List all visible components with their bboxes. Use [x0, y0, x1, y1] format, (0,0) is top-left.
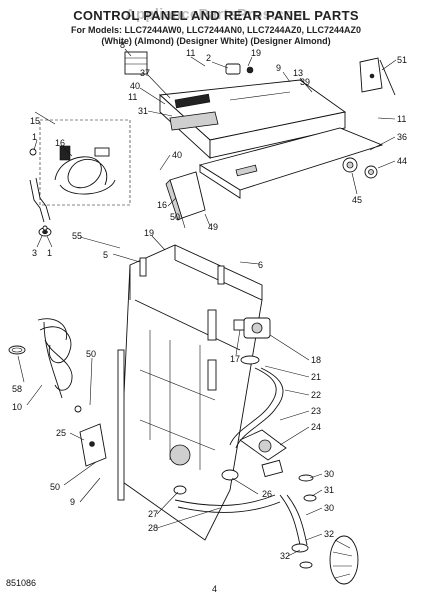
callout-label: 17 [230, 354, 240, 364]
callout-label: 49 [208, 222, 218, 232]
pump-housing [329, 535, 359, 585]
water-valve [233, 317, 271, 339]
document-number: 851086 [6, 578, 37, 588]
callout-label: 39 [300, 77, 310, 87]
callout-label: 5 [103, 250, 108, 260]
callout-label: 6 [258, 260, 263, 270]
callout-label: 30 [324, 469, 334, 479]
callout-label: 32 [280, 551, 290, 561]
hose-clamp [8, 345, 26, 355]
models-line: For Models: LLC7244AW0, LLC7244AN0, LLC7… [70, 25, 362, 35]
callout-label: 18 [311, 355, 321, 365]
callout-label: 32 [324, 529, 334, 539]
pump-assembly [239, 429, 287, 478]
callout-label: 25 [56, 428, 66, 438]
callout-label: 31 [324, 485, 334, 495]
hose-clamps-right [291, 474, 317, 569]
callout-label: 19 [251, 48, 261, 58]
leader-lines [17, 48, 397, 557]
callout-label: 15 [30, 116, 40, 126]
knob-bracket [359, 57, 396, 96]
callout-label: 11 [186, 48, 195, 58]
callout-label: 58 [12, 384, 22, 394]
callout-label: 37 [140, 68, 150, 78]
callout-label: 19 [144, 228, 154, 238]
callout-label: 9 [276, 63, 281, 73]
console-end-cap [165, 171, 206, 221]
callout-label: 22 [311, 390, 321, 400]
power-cord-inset [39, 119, 131, 206]
callout-label: 16 [55, 138, 65, 148]
callout-label: 1 [47, 248, 52, 258]
callout-label: 50 [86, 349, 96, 359]
drain-hose-connector [29, 177, 52, 237]
callout-label: 11 [128, 92, 137, 102]
callout-label: 9 [70, 497, 75, 507]
page-number: 4 [212, 584, 218, 594]
callout-label: 24 [311, 422, 321, 432]
switch-part [225, 63, 254, 75]
drain-hose-lower [173, 469, 308, 546]
callout-label: 26 [262, 489, 272, 499]
colors-line: (White) (Almond) (Designer White) (Desig… [101, 36, 331, 46]
callout-label: 8 [120, 40, 125, 50]
control-knobs [342, 157, 378, 179]
console-back-cover [198, 127, 384, 199]
small-screws-left [29, 148, 48, 231]
callout-label: 40 [130, 81, 140, 91]
callout-label: 40 [172, 150, 182, 160]
callout-label: 45 [352, 195, 362, 205]
callout-labels: 8 11 2 19 9 13 39 37 40 11 31 51 11 36 4… [12, 40, 407, 561]
page-title: CONTROL PANEL AND REAR PANEL PARTS [73, 8, 359, 23]
callout-label: 2 [206, 53, 211, 63]
callout-label: 23 [311, 406, 321, 416]
callout-label: 31 [138, 106, 148, 116]
callout-label: 21 [311, 372, 321, 382]
hose-bracket [79, 423, 107, 467]
callout-label: 55 [72, 231, 82, 241]
callout-label: 28 [148, 523, 158, 533]
drain-hose-coil [37, 318, 73, 399]
watermark: AppliancePartsPros.com [125, 6, 307, 23]
callout-label: 51 [397, 55, 407, 65]
rear-panel [117, 244, 263, 541]
callout-label: 3 [32, 248, 37, 258]
callout-label: 50 [170, 212, 180, 222]
callout-label: 11 [397, 114, 406, 124]
callout-label: 50 [50, 482, 60, 492]
callout-label: 36 [397, 132, 407, 142]
inlet-hose [229, 355, 284, 449]
callout-label: 44 [397, 156, 407, 166]
callout-label: 1 [32, 132, 37, 142]
callout-label: 27 [148, 509, 158, 519]
callout-label: 13 [293, 68, 303, 78]
timer-module [124, 51, 148, 75]
callout-label: 30 [324, 503, 334, 513]
control-panel-console [158, 79, 347, 160]
callout-label: 16 [157, 200, 167, 210]
callout-label: 10 [12, 402, 22, 412]
mounting-screw [74, 405, 82, 413]
